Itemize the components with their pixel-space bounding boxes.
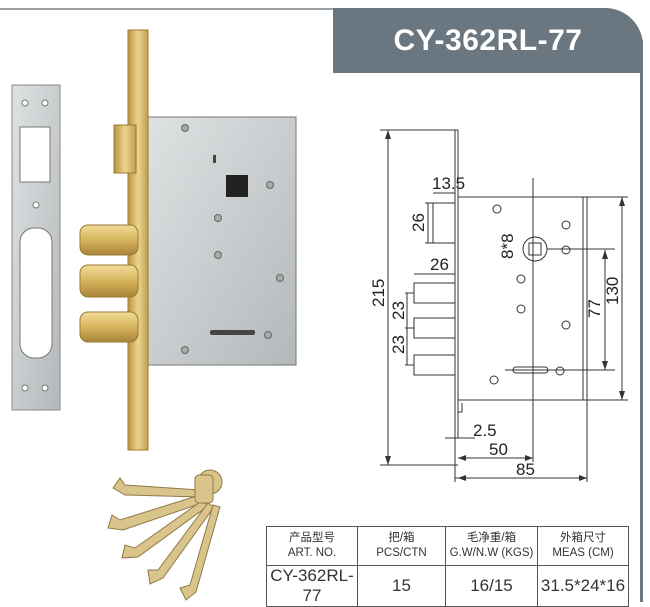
dim-bolt-spacing-1: 23	[389, 301, 408, 320]
side-rule	[640, 40, 643, 602]
header-en: G.W/N.W (KGS)	[449, 547, 534, 559]
dim-case-depth: 85	[516, 460, 535, 479]
model-title: CY-362RL-77	[393, 23, 583, 57]
keyhole	[210, 330, 255, 335]
latch-bolt	[113, 124, 137, 174]
header-en: ART. NO.	[287, 547, 337, 559]
dim-center-distance: 77	[585, 299, 604, 318]
cell-meas: 31.5*24*16	[537, 565, 629, 607]
table-header-row: 产品型号 ART. NO. 把/箱 PCS/CTN 毛净重/箱 G.W/N.W (KG…	[266, 526, 629, 566]
dim-faceplate-thickness: 2.5	[473, 421, 497, 440]
dim-backset: 50	[489, 440, 508, 459]
dim-case-height: 130	[603, 277, 622, 305]
header-en: PCS/CTN	[376, 547, 427, 559]
header-en: MEAS (CM)	[552, 547, 614, 559]
cell-pcs-ctn: 15	[357, 565, 446, 607]
header-weight: 毛净重/箱 G.W/N.W (KGS)	[445, 526, 538, 566]
header-meas: 外箱尺寸 MEAS (CM)	[537, 526, 629, 566]
dim-bolt-spacing-2: 23	[389, 335, 408, 354]
lock-body	[145, 116, 297, 366]
table-row: CY-362RL-77 15 16/15 31.5*24*16	[266, 565, 629, 607]
strike-plate	[11, 84, 61, 411]
dim-latch-offset: 13.5	[432, 174, 465, 193]
spec-table: 产品型号 ART. NO. 把/箱 PCS/CTN 毛净重/箱 G.W/N.W (KG…	[266, 526, 629, 607]
header-zh: 毛净重/箱	[466, 532, 517, 544]
dim-spindle: 8*8	[498, 233, 517, 259]
header-pcs-ctn: 把/箱 PCS/CTN	[357, 526, 446, 566]
cell-art-no: CY-362RL-77	[266, 565, 358, 607]
header-art-no: 产品型号 ART. NO.	[266, 526, 358, 566]
lock-product-illustration	[11, 29, 297, 601]
header-zh: 外箱尺寸	[560, 532, 606, 544]
keys-icon	[107, 469, 223, 601]
header-zh: 产品型号	[289, 532, 335, 544]
dim-latch-height: 26	[409, 213, 428, 232]
cell-weight: 16/15	[445, 565, 538, 607]
dim-bolt-projection: 26	[430, 255, 449, 274]
header-rule	[0, 8, 334, 10]
deadbolts	[79, 224, 139, 343]
header-zh: 把/箱	[388, 532, 415, 544]
dim-overall-height: 215	[369, 279, 388, 307]
title-banner: CY-362RL-77	[333, 8, 643, 73]
